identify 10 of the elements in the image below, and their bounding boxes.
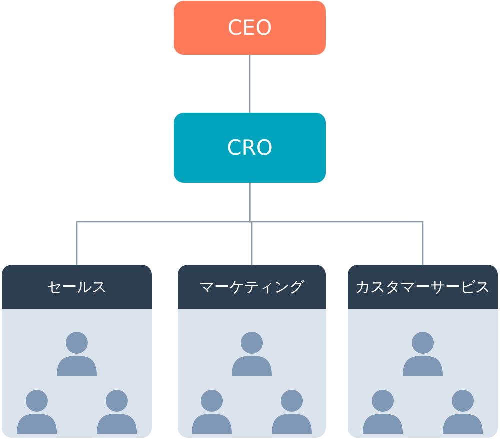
connector-line	[249, 183, 424, 265]
team-card	[2, 265, 152, 438]
team-card	[178, 265, 326, 438]
team-header: マーケティング	[178, 265, 326, 309]
team-card	[348, 265, 498, 438]
connector-line	[249, 55, 251, 113]
role-box: CEO	[174, 1, 326, 55]
role-box: CRO	[174, 113, 326, 183]
team-header: カスタマーサービス	[348, 265, 498, 309]
team-header: セールス	[2, 265, 152, 309]
